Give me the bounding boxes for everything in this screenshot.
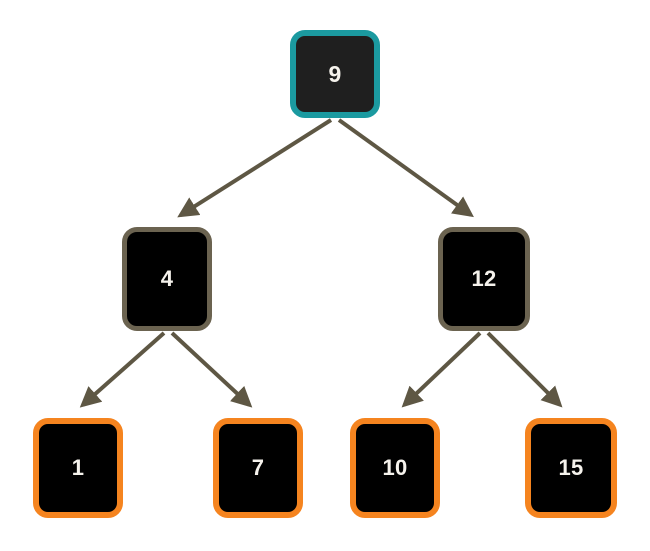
node-value-label: 15	[558, 455, 584, 480]
tree-node-10[interactable]: 10	[350, 418, 440, 518]
tree-edge	[486, 331, 563, 408]
tree-node-1[interactable]: 1	[33, 418, 123, 518]
tree-node-9[interactable]: 9	[290, 30, 380, 118]
tree-edge	[337, 118, 474, 218]
node-value-label: 7	[251, 455, 265, 480]
tree-node-15[interactable]: 15	[525, 418, 617, 518]
node-value-label: 10	[382, 455, 408, 480]
tree-node-7[interactable]: 7	[213, 418, 303, 518]
tree-edge	[79, 331, 166, 408]
tree-edge	[177, 118, 333, 218]
node-value-label: 1	[71, 455, 85, 480]
tree-edge	[170, 331, 253, 408]
node-value-label: 4	[160, 266, 174, 291]
tree-node-4[interactable]: 4	[122, 227, 212, 331]
tree-edge	[401, 331, 482, 408]
node-value-label: 9	[328, 60, 342, 87]
tree-edges	[79, 118, 563, 408]
tree-node-12[interactable]: 12	[438, 227, 530, 331]
node-value-label: 12	[471, 266, 497, 291]
